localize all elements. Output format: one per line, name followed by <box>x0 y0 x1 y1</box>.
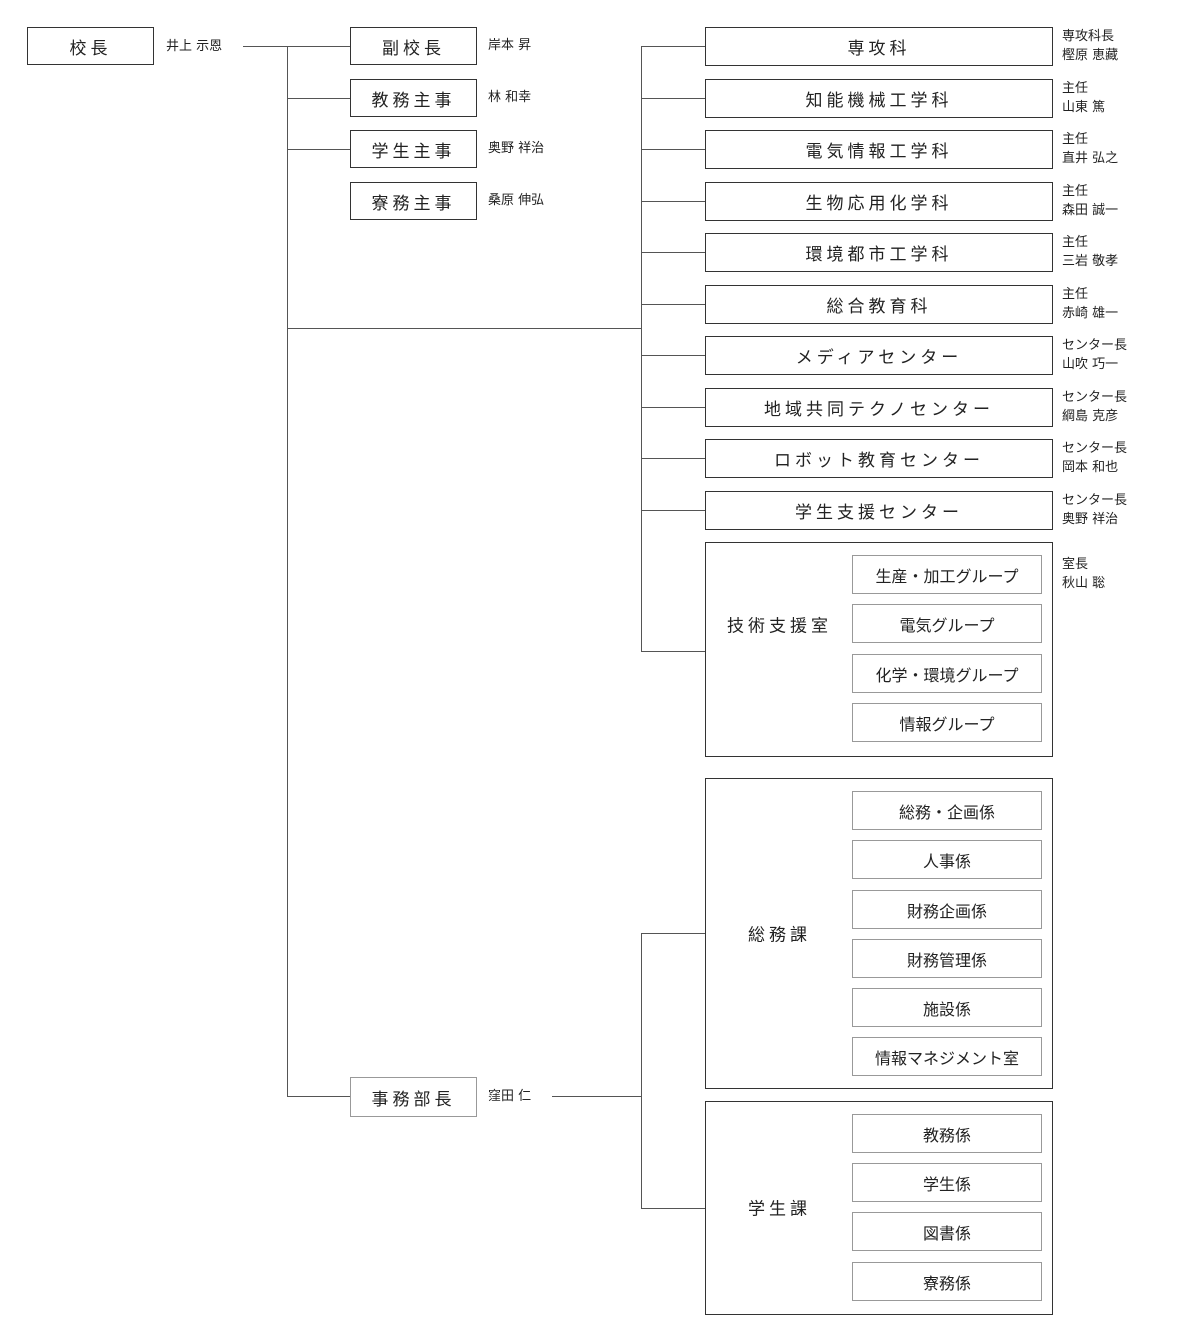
department-head-name: 三岩 敬孝 <box>1062 254 1119 269</box>
connector-line <box>641 933 705 934</box>
department-head-name: 直井 弘之 <box>1062 151 1119 166</box>
department-head-role: センター長 <box>1062 389 1128 405</box>
tech-group-box: 化学・環境グループ <box>852 654 1042 693</box>
department-box: メディアセンター <box>705 336 1053 375</box>
department-head-role: センター長 <box>1062 441 1128 456</box>
staff-name: 岸本 昇 <box>488 38 532 53</box>
department-box: 総合教育科 <box>705 284 1053 324</box>
department-head-name: 山吹 巧一 <box>1062 357 1119 372</box>
department-head-role: 主任 <box>1062 80 1089 96</box>
department-head-name: 森田 誠一 <box>1062 202 1119 218</box>
admin-unit-box: 人事係 <box>852 840 1042 879</box>
department-box: 地域共同テクノセンター <box>705 387 1053 427</box>
connector-line <box>641 98 705 99</box>
admin-unit-box: 図書係 <box>852 1212 1042 1251</box>
connector-line <box>552 1096 641 1097</box>
connector-line <box>641 933 642 1208</box>
department-box: 生物応用化学科 <box>705 181 1053 221</box>
department-box: 電気情報工学科 <box>705 130 1053 169</box>
principal-box: 校長 <box>27 27 154 65</box>
tech-group-box: 生産・加工グループ <box>852 555 1042 594</box>
admin-section-label: 総務課 <box>748 925 811 946</box>
department-head-role: 主任 <box>1062 183 1089 199</box>
admin-unit-box: 総務・企画係 <box>852 791 1042 830</box>
admin-head-box: 事務部長 <box>350 1077 477 1117</box>
department-box: ロボット教育センター <box>705 439 1053 478</box>
department-head-role: 主任 <box>1062 235 1089 250</box>
connector-line <box>641 201 705 202</box>
connector-line <box>243 46 350 47</box>
staff-box: 教務主事 <box>350 79 477 117</box>
department-head-name: 奥野 祥治 <box>1062 511 1119 527</box>
department-box: 知能機械工学科 <box>705 78 1053 118</box>
connector-line <box>287 1096 350 1097</box>
admin-unit-box: 学生係 <box>852 1163 1042 1202</box>
department-box: 専攻科 <box>705 27 1053 66</box>
department-head-name: 樫原 恵藏 <box>1062 48 1119 63</box>
admin-unit-box: 財務管理係 <box>852 939 1042 978</box>
department-head-name: 山東 篤 <box>1062 99 1106 115</box>
department-head-name: 赤崎 雄一 <box>1062 305 1119 321</box>
admin-section-label: 学生課 <box>748 1199 811 1220</box>
department-head-role: センター長 <box>1062 492 1128 508</box>
connector-line <box>641 651 705 652</box>
staff-box: 寮務主事 <box>350 182 477 220</box>
admin-unit-box: 寮務係 <box>852 1262 1042 1301</box>
connector-line <box>641 149 705 150</box>
connector-line <box>641 407 705 408</box>
connector-line <box>641 46 642 651</box>
connector-line <box>641 252 705 253</box>
connector-line <box>641 46 705 47</box>
department-head-role: 専攻科長 <box>1062 29 1115 44</box>
admin-unit-box: 財務企画係 <box>852 890 1042 929</box>
connector-line <box>641 510 705 511</box>
staff-box: 学生主事 <box>350 130 477 168</box>
tech-support-label: 技術支援室 <box>727 616 832 637</box>
department-head-role: 主任 <box>1062 132 1089 147</box>
tech-group-box: 電気グループ <box>852 604 1042 643</box>
tech-group-box: 情報グループ <box>852 703 1042 742</box>
department-head-name: 綱島 克彦 <box>1062 408 1119 424</box>
admin-unit-box: 教務係 <box>852 1114 1042 1153</box>
connector-line <box>641 1208 705 1209</box>
connector-line <box>641 355 705 356</box>
connector-line <box>641 304 705 305</box>
admin-unit-box: 情報マネジメント室 <box>852 1037 1042 1076</box>
staff-name: 桑原 伸弘 <box>488 193 545 208</box>
staff-name: 奥野 祥治 <box>488 141 545 156</box>
connector-line <box>287 98 350 99</box>
principal-name: 井上 示恩 <box>166 39 223 54</box>
department-head-role: センター長 <box>1062 338 1128 353</box>
department-head-role: 主任 <box>1062 286 1089 302</box>
tech-support-name: 秋山 聡 <box>1062 576 1106 591</box>
department-box: 学生支援センター <box>705 490 1053 530</box>
connector-line <box>287 149 350 150</box>
department-head-name: 岡本 和也 <box>1062 460 1119 475</box>
department-box: 環境都市工学科 <box>705 233 1053 272</box>
staff-name: 林 和幸 <box>488 90 532 105</box>
connector-line <box>287 328 641 329</box>
staff-box: 副校長 <box>350 27 477 65</box>
connector-line <box>641 458 705 459</box>
admin-head-name: 窪田 仁 <box>488 1089 532 1104</box>
admin-unit-box: 施設係 <box>852 988 1042 1027</box>
tech-support-role: 室長 <box>1062 557 1089 572</box>
connector-line <box>287 46 288 1096</box>
